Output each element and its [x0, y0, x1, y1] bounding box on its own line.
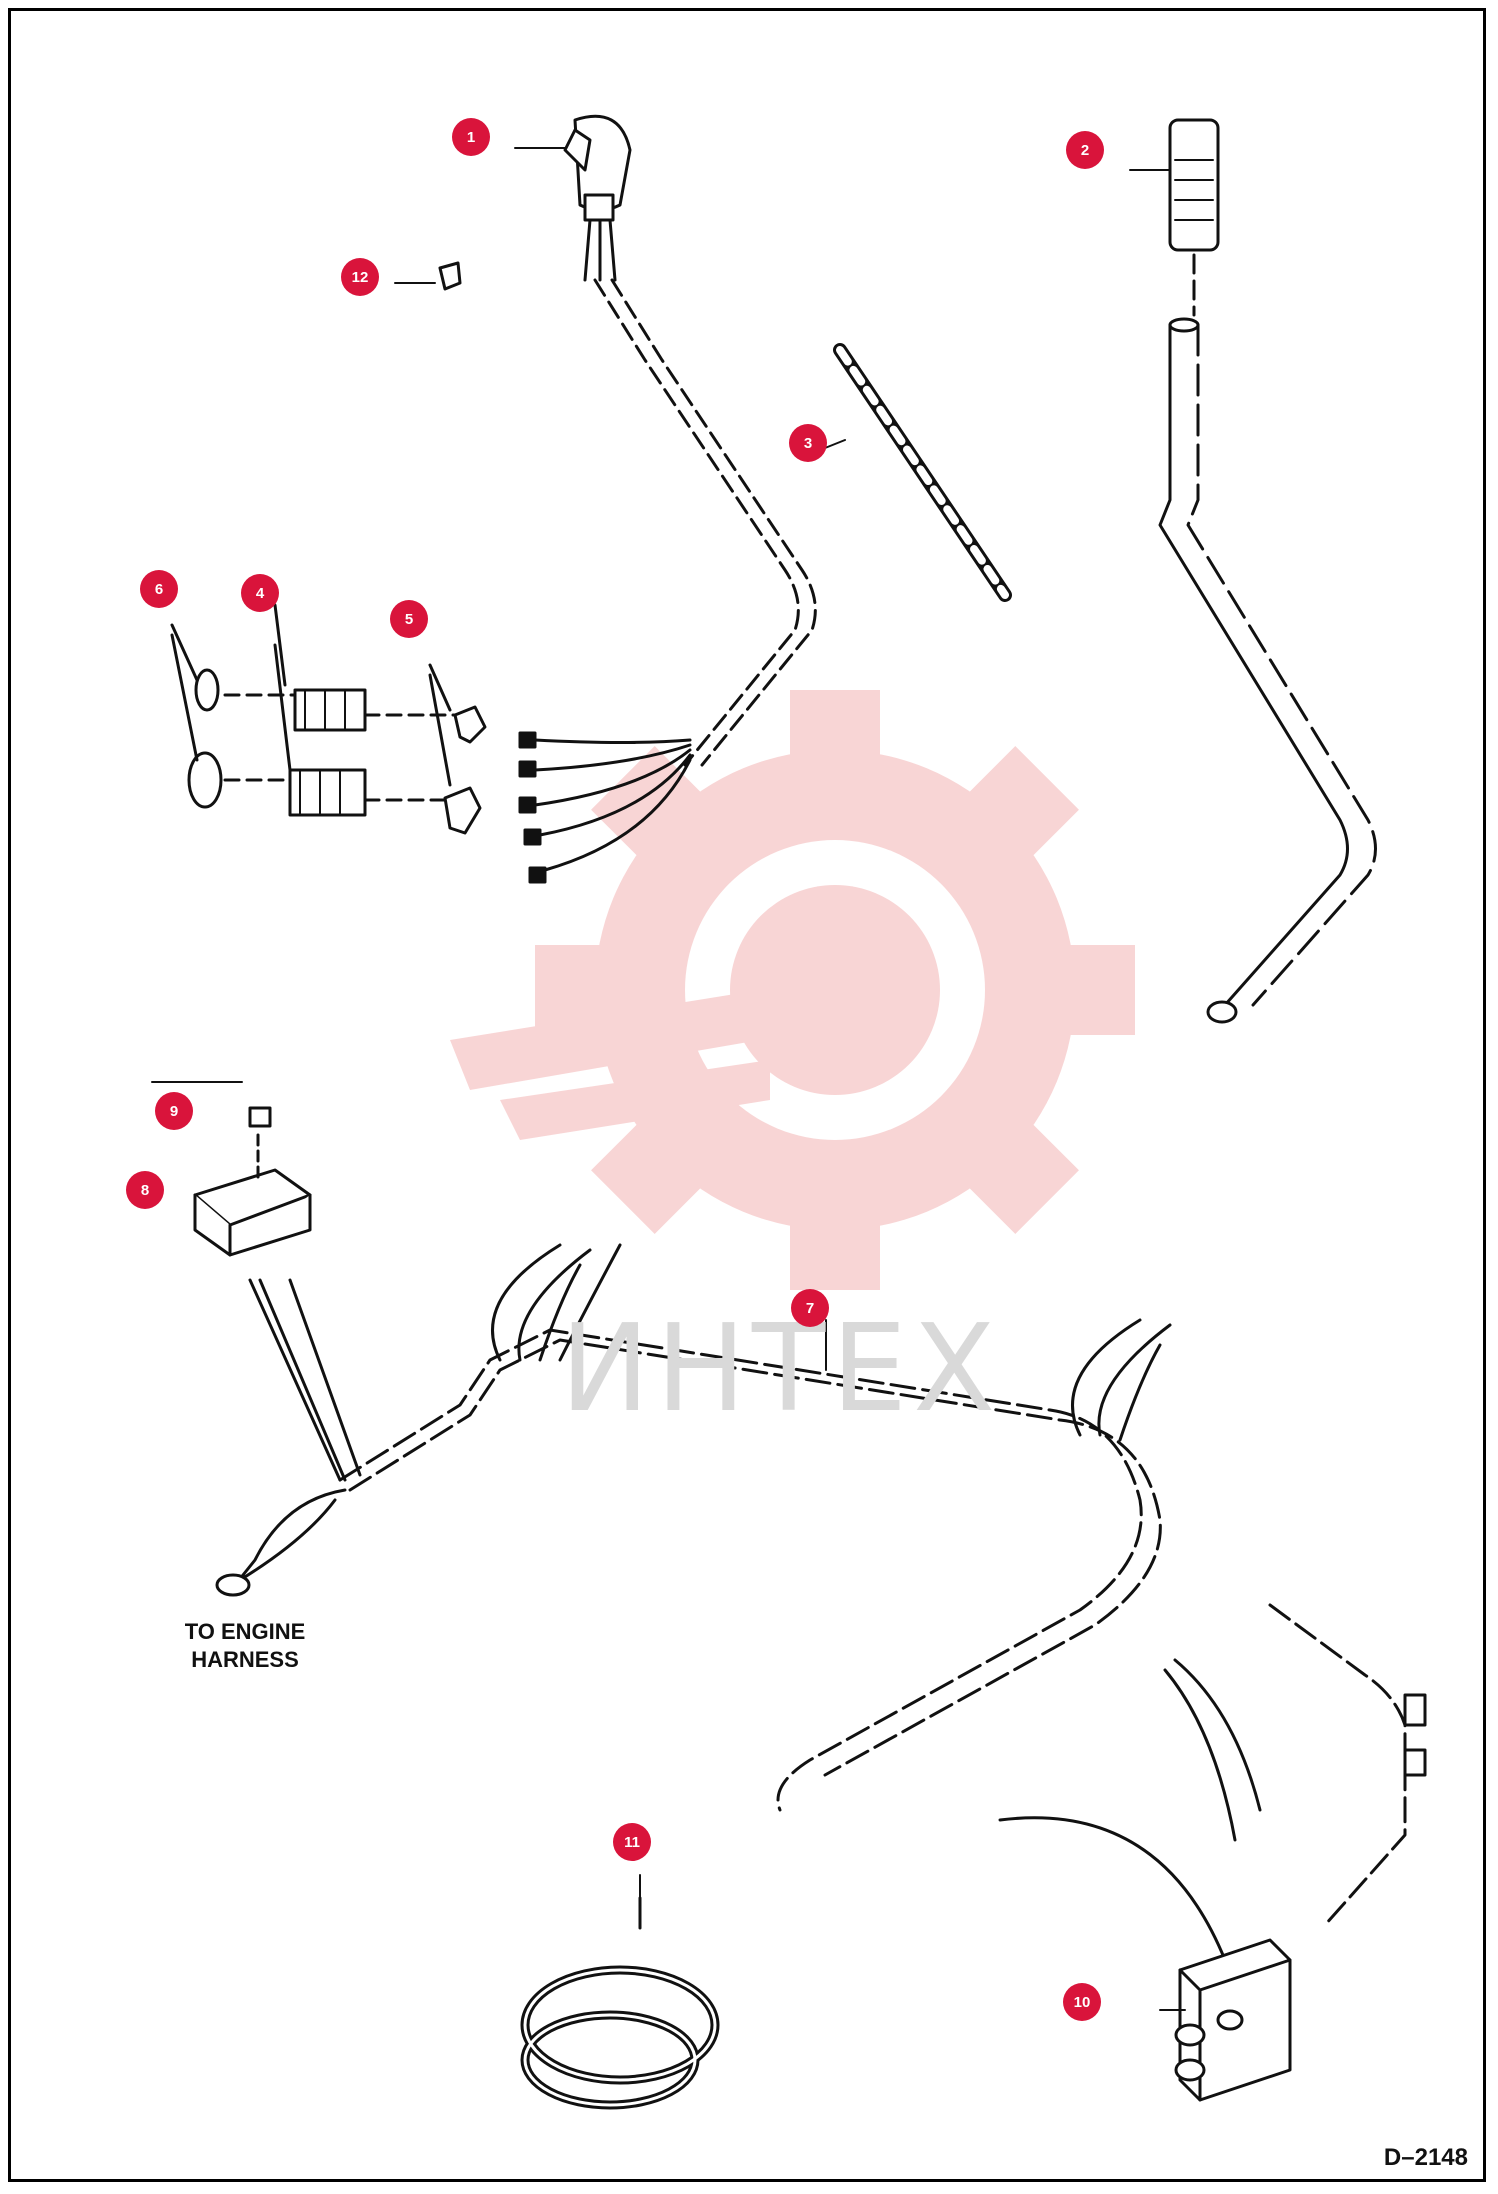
- callout-9[interactable]: 9: [155, 1092, 193, 1130]
- part-1-joystick-handle: [563, 114, 632, 282]
- watermark-logo: [450, 690, 1135, 1290]
- callout-1[interactable]: 1: [452, 118, 490, 156]
- part-4-connectors: [273, 603, 367, 817]
- callout-11[interactable]: 11: [613, 1823, 651, 1861]
- valve-wire-branch: [998, 1603, 1427, 1962]
- note-line-2: HARNESS: [191, 1647, 299, 1672]
- callout-2[interactable]: 2: [1066, 131, 1104, 169]
- watermark-text: ИНТЕХ: [560, 1300, 1002, 1439]
- callout-10[interactable]: 10: [1063, 1983, 1101, 2021]
- callout-3[interactable]: 3: [789, 424, 827, 462]
- part-7-main-harness: [215, 1243, 1172, 1812]
- callout-6[interactable]: 6: [140, 570, 178, 608]
- part-6-seals: [170, 623, 457, 809]
- callout-4[interactable]: 4: [241, 574, 279, 612]
- part-12-clip: [438, 261, 462, 291]
- part-3-sleeve: [833, 343, 1012, 602]
- part-9-nut: [248, 1106, 272, 1128]
- part-8-switch: [193, 1133, 362, 1482]
- diagram-code: D–2148: [1383, 2144, 1468, 2171]
- part-2-grip: [1168, 118, 1220, 317]
- part-1-harness: [518, 278, 817, 884]
- to-engine-harness-note: TO ENGINE HARNESS: [140, 1618, 350, 1674]
- part-5-locks: [428, 663, 487, 835]
- note-line-1: TO ENGINE: [184, 1619, 306, 1644]
- part-11-hose: [520, 1896, 720, 2110]
- callout-5[interactable]: 5: [390, 600, 428, 638]
- lever-tube: [1158, 317, 1377, 1024]
- callout-7[interactable]: 7: [791, 1289, 829, 1327]
- part-10-valve: [1174, 1938, 1292, 2102]
- callout-12[interactable]: 12: [341, 258, 379, 296]
- callout-8[interactable]: 8: [126, 1171, 164, 1209]
